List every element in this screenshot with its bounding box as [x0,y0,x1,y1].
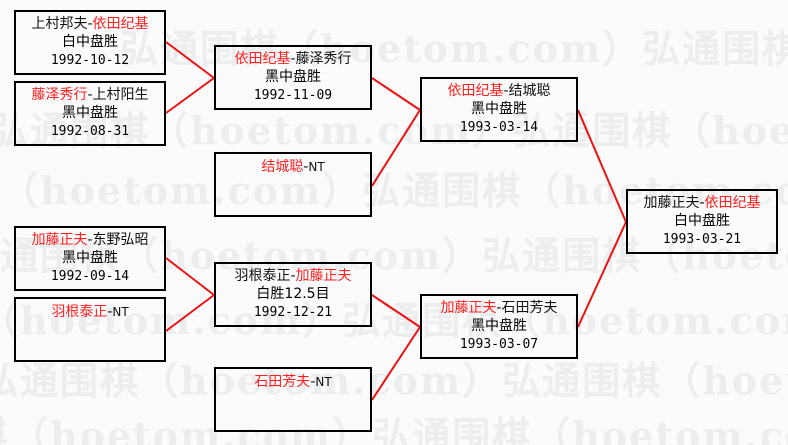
player-winner: 依田纪基 [704,195,761,211]
connector-r1m3-to-r2m3 [165,257,215,296]
match-result: 白胜12.5目 [256,286,330,303]
match-box-r3m2[interactable]: 加藤正夫-石田芳夫 黑中盘胜 1993-03-07 [420,294,578,359]
match-status-nt: NT [308,160,325,174]
player-winner: 加藤正夫 [295,268,352,284]
match-date: 1992-11-09 [253,87,333,103]
player-loser: 加藤正夫 [643,195,700,211]
match-players: 上村邦夫-依田纪基 [16,12,164,33]
connector-r2m2-to-r3m1 [371,109,421,187]
player-loser: 上村邦夫 [31,16,88,32]
player-loser: 上村阳生 [92,87,149,103]
name-separator: - [303,159,309,175]
name-separator: - [310,374,316,390]
match-players: 加藤正夫-石田芳夫 [422,296,576,317]
name-separator: - [107,304,113,320]
match-players: 依田纪基-藤泽秀行 [216,47,370,68]
match-result: 白中盘胜 [674,213,730,230]
connector-r1m4-to-r2m3 [165,294,215,332]
player-winner: 石田芳夫 [254,374,311,390]
match-box-r1m1[interactable]: 上村邦夫-依田纪基 白中盘胜 1992-10-12 [14,10,166,75]
connector-r1m2-to-r2m1 [165,77,215,114]
watermark-text: 弘通围棋（hoetom.com）弘通围棋（hoetom.com） [0,413,788,445]
match-date: 1992-10-12 [50,52,130,68]
connector-r3m1-to-final [577,109,627,223]
name-separator: - [290,51,296,67]
match-date: 1992-09-14 [50,268,130,284]
match-players: 依田纪基-结城聪 [422,79,576,100]
player-loser: 结城聪 [508,83,551,99]
name-separator: - [496,300,502,316]
match-players: 羽根泰正-加藤正夫 [216,264,370,285]
name-separator: - [87,232,93,248]
connector-r1m1-to-r2m1 [165,41,215,79]
match-players: 石田芳夫-NT [216,369,370,391]
match-box-r2m4[interactable]: 石田芳夫-NT [214,367,372,432]
player-winner: 依田纪基 [447,83,504,99]
player-winner: 藤泽秀行 [31,87,88,103]
match-status-nt: NT [112,305,129,319]
name-separator: - [87,16,93,32]
match-status-nt: NT [315,375,332,389]
match-box-r1m4[interactable]: 羽根泰正-NT [14,297,166,362]
player-loser: 东野弘昭 [92,232,149,248]
match-box-r1m2[interactable]: 藤泽秀行-上村阳生 黑中盘胜 1992-08-31 [14,81,166,146]
name-separator: - [290,268,296,284]
name-separator: - [699,195,705,211]
match-box-r2m2[interactable]: 结城聪-NT [214,152,372,217]
player-winner: 结城聪 [261,159,304,175]
player-loser: 羽根泰正 [234,268,291,284]
match-result: 黑中盘胜 [62,250,118,267]
match-date: 1992-12-21 [253,304,333,320]
player-winner: 依田纪基 [234,51,291,67]
match-box-r2m3[interactable]: 羽根泰正-加藤正夫 白胜12.5目 1992-12-21 [214,262,372,327]
match-date: 1993-03-07 [459,336,539,352]
match-result: 黑中盘胜 [471,101,527,118]
player-winner: 依田纪基 [92,16,149,32]
match-box-r2m1[interactable]: 依田纪基-藤泽秀行 黑中盘胜 1992-11-09 [214,45,372,110]
match-result: 白中盘胜 [62,34,118,51]
connector-r2m3-to-r3m2 [371,294,421,328]
connector-r2m1-to-r3m1 [371,77,421,111]
match-players: 加藤正夫-依田纪基 [628,191,776,212]
connector-r2m4-to-r3m2 [371,326,421,401]
match-date: 1992-08-31 [50,123,130,139]
match-box-r1m3[interactable]: 加藤正夫-东野弘昭 黑中盘胜 1992-09-14 [14,226,166,291]
match-date: 1993-03-21 [662,231,742,247]
match-result: 黑中盘胜 [471,318,527,335]
match-box-final[interactable]: 加藤正夫-依田纪基 白中盘胜 1993-03-21 [626,189,778,254]
match-players: 结城聪-NT [216,154,370,176]
match-result: 黑中盘胜 [265,69,321,86]
connector-r3m2-to-final [577,221,627,328]
match-players: 加藤正夫-东野弘昭 [16,228,164,249]
name-separator: - [87,87,93,103]
player-winner: 羽根泰正 [51,304,108,320]
match-players: 藤泽秀行-上村阳生 [16,83,164,104]
player-winner: 加藤正夫 [31,232,88,248]
player-winner: 加藤正夫 [440,300,497,316]
match-date: 1993-03-14 [459,119,539,135]
player-loser: 石田芳夫 [501,300,558,316]
match-result: 黑中盘胜 [62,105,118,122]
match-players: 羽根泰正-NT [16,299,164,321]
name-separator: - [503,83,509,99]
player-loser: 藤泽秀行 [295,51,352,67]
match-box-r3m1[interactable]: 依田纪基-结城聪 黑中盘胜 1993-03-14 [420,77,578,142]
